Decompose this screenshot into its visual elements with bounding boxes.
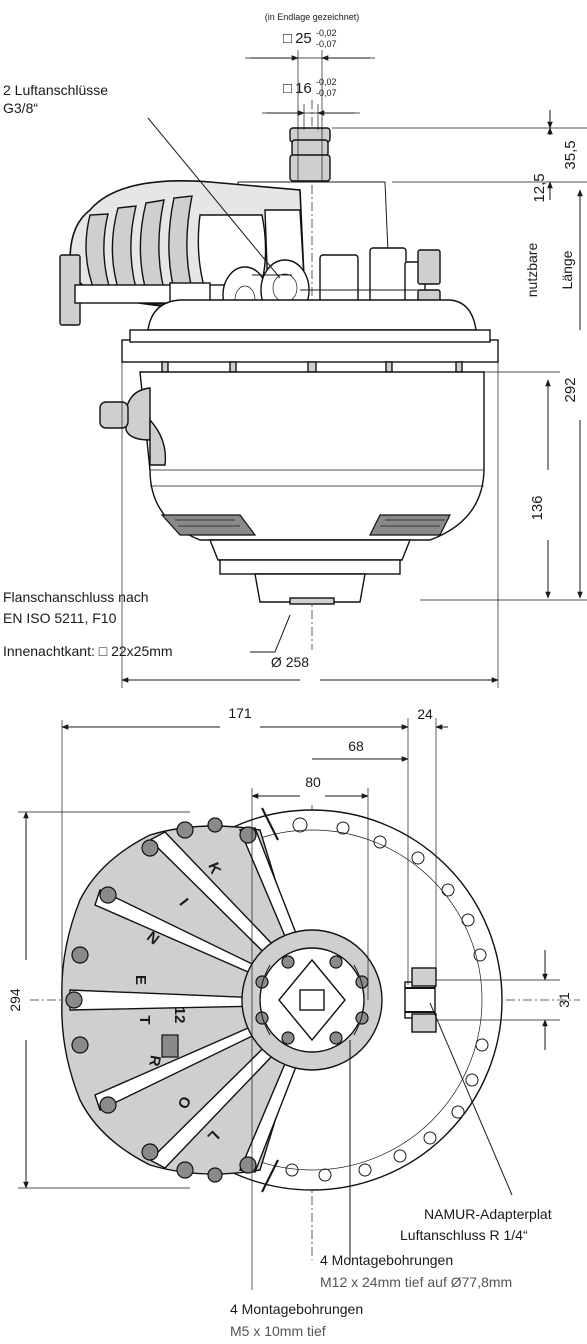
dim-294: 294 [7,811,190,1189]
scale-letter-t: T [136,1015,153,1024]
pneumatic-body [59,180,310,326]
namur-label-line1: NAMUR-Adapterplat [424,1206,552,1222]
mount-m5-line2: M5 x 10mm tief [230,1323,326,1339]
plan-view: K I N E T R O L 12 [7,705,580,1339]
namur-label-line2: Luftanschluss R 1/4“ [400,1227,528,1243]
mount-m5-line1: 4 Montagebohrungen [230,1301,363,1317]
square-25-symbol: □ [283,30,292,47]
dim-24: 24 [396,706,448,980]
dim-171-text: 171 [228,705,252,721]
dim-80-text: 80 [305,774,321,790]
air-ports-label-line2: G3/8“ [3,100,38,116]
scale-letter-r: R [145,1054,164,1068]
scale-number-12: 12 [171,1007,188,1024]
svg-text:□16: □16 [283,80,312,97]
dim-diameter-258: Ø 258 [121,362,499,688]
dim-292: 292 [562,377,579,402]
scale-indicator-mark [161,1034,179,1058]
square-16-value: 16 [295,80,312,97]
dim-square-25: □25 -0,02 -0,07 [245,28,375,130]
flange-label-line2: EN ISO 5211, F10 [3,610,117,626]
square-16-tol-lower: -0,07 [316,88,337,98]
dim-right-stack: 35,5 12,5 nutzbare Länge 292 136 [332,110,587,601]
flange-label-line1: Flanschanschluss nach [3,589,149,605]
air-ports-leader [147,117,281,279]
namur-adapter [404,967,437,1033]
dim-171: 171 [61,705,409,990]
square-16-tol-upper: -0,02 [316,77,337,87]
actuator-housing [99,371,485,541]
dim-31-text: 31 [556,992,572,1008]
dim-294-text: 294 [7,988,23,1012]
svg-text:□25: □25 [283,30,312,47]
actuator-top-plate [121,299,499,373]
mount-m12-line1: 4 Montagebohrungen [320,1252,453,1268]
flange-foot [208,539,412,605]
dim-35-5: 35,5 [562,140,579,169]
perimeter-bolts [285,817,489,1182]
square-25-tol-lower: -0,07 [316,39,337,49]
square-25-tol-upper: -0,02 [316,28,337,38]
square-25-value: 25 [295,30,312,47]
dim-68: 68 [312,738,409,762]
namur-leader [429,1002,513,1196]
shaft-square [289,127,331,182]
inner-octagon-leader [250,614,291,653]
square-16-symbol: □ [283,80,292,97]
dim-136: 136 [529,495,546,520]
dim-square-16: □16 -0,02 -0,07 [262,77,360,130]
side-view: (in Endlage gezeichnet) □25 -0,02 -0,07 … [3,12,587,688]
dim-258-text: Ø 258 [271,654,309,670]
dim-24-text: 24 [417,706,433,722]
scale-letter-e: E [132,975,149,985]
dim-80: 80 [251,774,369,1290]
dim-12-5: 12,5 [531,173,548,202]
inner-octagon-label: Innenachtkant: □ 22x25mm [3,643,173,659]
dim-31: 31 [436,950,572,1050]
dim-68-text: 68 [348,738,364,754]
mount-m12-line2: M12 x 24mm tief auf Ø77,8mm [320,1274,512,1290]
usable-length-line1: nutzbare [524,243,540,298]
endlage-note: (in Endlage gezeichnet) [265,12,360,22]
air-ports-label-line1: 2 Luftanschlüsse [3,82,108,98]
usable-length-line2: Länge [559,250,575,289]
center-hub [241,929,383,1071]
